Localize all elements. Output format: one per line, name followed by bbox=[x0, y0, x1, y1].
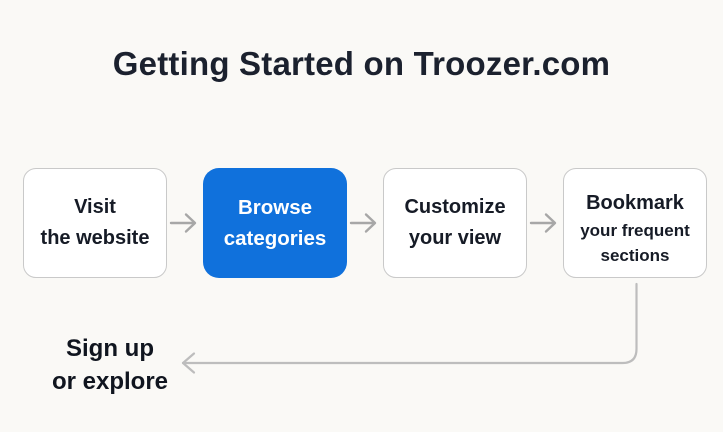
step-label-line: your frequent bbox=[580, 220, 690, 240]
end-label-sign-up: Sign up or explore bbox=[28, 332, 192, 398]
step-label-line: the website bbox=[40, 227, 150, 249]
step-customize-view[interactable]: Customize your view bbox=[383, 168, 527, 278]
step-label-line: Browse bbox=[237, 196, 313, 219]
step-label-line: Customize bbox=[404, 196, 506, 218]
step-label-line: Visit bbox=[74, 196, 116, 218]
end-label-line: or explore bbox=[51, 368, 169, 395]
diagram-title: Getting Started on Troozer.com bbox=[112, 45, 611, 82]
right-arrow-icon bbox=[167, 209, 203, 237]
step-browse-categories[interactable]: Browse categories bbox=[203, 168, 347, 278]
step-bookmark-sections[interactable]: Bookmark your frequent sections bbox=[563, 168, 707, 278]
right-arrow-icon bbox=[347, 209, 383, 237]
step-visit-website[interactable]: Visit the website bbox=[23, 168, 167, 278]
step-label-line: your view bbox=[408, 227, 502, 249]
end-label-line: Sign up bbox=[66, 335, 154, 362]
right-arrow-icon bbox=[527, 209, 563, 237]
step-label-line: categories bbox=[223, 227, 327, 250]
flow-row: Visit the website Browse categories bbox=[23, 168, 707, 278]
step-label-line: sections bbox=[600, 245, 670, 265]
step-label-line: Bookmark bbox=[586, 191, 684, 214]
